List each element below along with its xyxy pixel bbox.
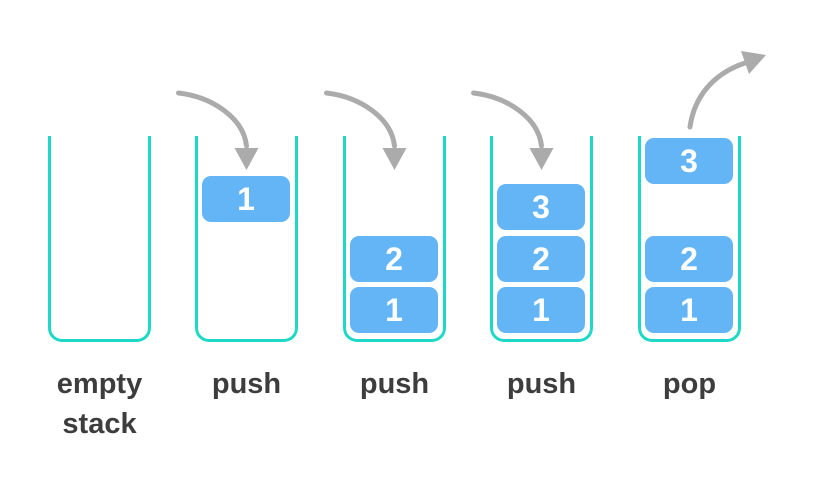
stack-container-2 [195,136,298,342]
stage-label: push [506,368,577,400]
stack-block: 2 [350,236,438,282]
stage-label: pop [662,368,717,400]
stage-push-3: 3 2 1 push [490,0,593,482]
stack-container-4 [490,136,593,342]
stage-empty-stack: empty stack [48,0,151,482]
stack-container-5 [638,136,741,342]
stack-block: 3 [645,138,733,184]
stack-block: 2 [497,236,585,282]
stage-push-1: 1 push [195,0,298,482]
stack-block: 1 [645,287,733,333]
stack-container-1 [48,136,151,342]
stack-block: 1 [497,287,585,333]
stack-block: 1 [202,176,290,222]
stage-push-2: 2 1 push [343,0,446,482]
stack-block: 1 [350,287,438,333]
stack-block: 2 [645,236,733,282]
stack-container-3 [343,136,446,342]
stage-label: empty stack [56,368,143,441]
stage-pop: 3 2 1 pop [638,0,741,482]
stack-block: 3 [497,184,585,230]
stage-label: push [211,368,282,400]
stage-label: push [359,368,430,400]
